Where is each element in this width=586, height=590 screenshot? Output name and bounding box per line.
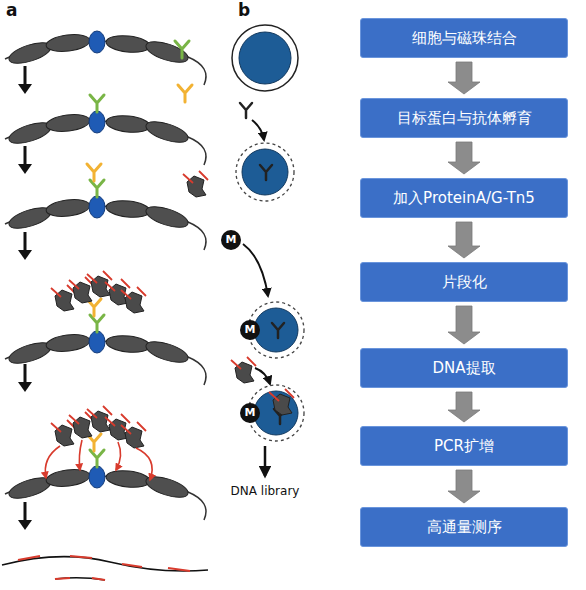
- pa-tn5: [121, 422, 146, 448]
- pa-tn5: [51, 285, 76, 311]
- pa-tn5: [69, 277, 94, 303]
- node-text: M: [226, 234, 237, 246]
- pa-tn5: [69, 412, 94, 438]
- antibody-icon: [272, 323, 284, 338]
- cut-arrow: [116, 442, 121, 470]
- process-box: 目标蛋白与抗体孵育: [360, 98, 568, 138]
- adapter: [18, 556, 190, 580]
- node-text: 片段化: [442, 273, 487, 291]
- secondary-antibody: [178, 85, 192, 102]
- chromatin: [5, 331, 206, 385]
- pa-tn5: [51, 420, 76, 446]
- node-text: M: [245, 407, 256, 419]
- step-arrow: [252, 120, 264, 140]
- step-arrow: [255, 368, 270, 384]
- primary-antibody: [175, 41, 189, 58]
- flow-arrow: [448, 392, 480, 422]
- flow-arrow: [448, 62, 480, 94]
- flow-arrow: [448, 470, 480, 503]
- chromatin: [5, 196, 206, 250]
- process-box: 片段化: [360, 262, 568, 302]
- pa-tn5: [121, 287, 146, 313]
- bead-marker: M: [240, 403, 260, 423]
- step-arrow: [18, 232, 32, 260]
- cell-membrane: [232, 25, 298, 91]
- chromatin: [5, 31, 206, 85]
- node-text: 细胞与磁珠结合: [412, 29, 517, 47]
- flow-arrow: [448, 142, 480, 174]
- nucleus: [254, 308, 298, 352]
- process-box: 高通量测序: [360, 507, 568, 547]
- nucleus: [242, 149, 288, 195]
- bead-marker: M: [221, 230, 241, 250]
- process-box: 加入ProteinA/G-Tn5: [360, 178, 568, 218]
- node-text: 目标蛋白与抗体孵育: [397, 109, 532, 127]
- flow-arrow: [448, 306, 480, 344]
- process-box: 细胞与磁珠结合: [360, 18, 568, 58]
- node-text: 高通量测序: [427, 518, 502, 536]
- node-text: PCR扩增: [434, 437, 494, 455]
- step-arrow: [18, 146, 32, 174]
- step-arrow: [18, 66, 32, 94]
- step-arrow: [18, 364, 32, 392]
- output-label: DNA library: [225, 484, 305, 498]
- secondary-antibody: [87, 164, 101, 181]
- cut-arrow: [136, 448, 152, 480]
- panel-letter: a: [6, 0, 17, 20]
- primary-antibody: [90, 315, 104, 332]
- pa-tn5: [269, 389, 294, 415]
- primary-antibody: [90, 450, 104, 467]
- process-box: DNA提取: [360, 348, 568, 388]
- node-text: M: [245, 324, 256, 336]
- cut-arrow: [79, 440, 82, 470]
- antibody-icon: [260, 165, 272, 180]
- antibody-icon: [240, 103, 252, 118]
- primary-antibody: [90, 180, 104, 197]
- flow-arrow: [448, 222, 480, 258]
- nucleus: [239, 32, 291, 84]
- step-arrow: [264, 446, 267, 476]
- node-text: 加入ProteinA/G-Tn5: [393, 189, 535, 207]
- step-arrow: [243, 244, 268, 296]
- node-text: DNA提取: [432, 359, 495, 377]
- pa-tn5: [231, 357, 256, 383]
- primary-antibody: [90, 95, 104, 112]
- process-box: PCR扩增: [360, 426, 568, 466]
- chromatin: [5, 111, 206, 165]
- step-arrow: [18, 502, 32, 530]
- cut-arrow: [45, 446, 60, 478]
- panel-letter: b: [238, 0, 250, 20]
- pa-tn5: [183, 171, 208, 197]
- bead-marker: M: [240, 320, 260, 340]
- chromatin: [5, 466, 206, 520]
- permeabilized-membrane: [236, 143, 294, 201]
